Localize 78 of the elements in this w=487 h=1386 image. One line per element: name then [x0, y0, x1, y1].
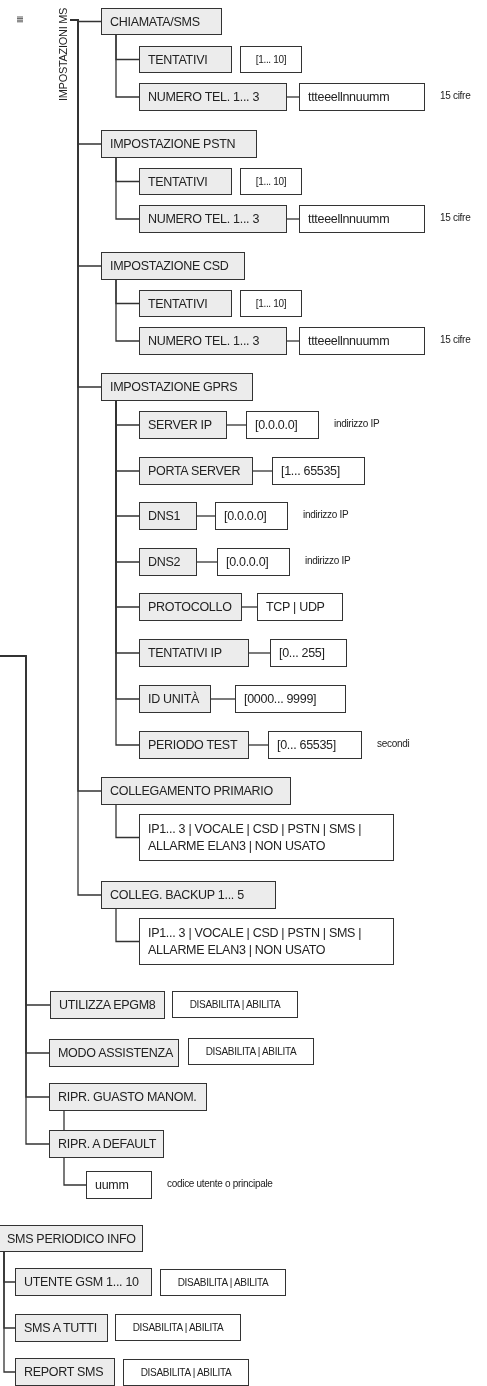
connector-line	[248, 744, 269, 746]
menu-item-box: DNS1	[139, 502, 197, 530]
connector-line	[196, 561, 218, 563]
menu-item-box: DNS2	[139, 548, 197, 576]
value-box: [0... 65535]	[268, 731, 362, 759]
value-box: [0.0.0.0]	[246, 411, 319, 439]
unit-note: 15 cifre	[440, 90, 471, 101]
option-box: DISABILITA | ABILITA	[123, 1359, 249, 1386]
menu-item-box: ID UNITÀ	[139, 685, 211, 713]
connector-line	[286, 340, 300, 342]
option-box: DISABILITA | ABILITA	[188, 1038, 314, 1065]
connector-line	[115, 157, 140, 220]
menu-item-box: RIPR. GUASTO MANOM.	[49, 1083, 207, 1111]
value-box: ttteeellnnuumm	[299, 83, 425, 111]
connector-line	[63, 1157, 87, 1186]
menu-item-box: SMS PERIODICO INFO	[0, 1225, 143, 1252]
value-box: TCP | UDP	[257, 593, 343, 621]
value-box: [0.0.0.0]	[217, 548, 290, 576]
menu-item-box: NUMERO TEL. 1... 3	[139, 327, 287, 355]
connector-line	[286, 96, 300, 98]
value-box: [1... 65535]	[272, 457, 365, 485]
connector-line	[252, 470, 273, 472]
menu-item-box: RIPR. A DEFAULT	[49, 1130, 164, 1158]
menu-item-box: PERIODO TEST	[139, 731, 249, 759]
connector-line	[248, 652, 271, 654]
connector-line	[3, 1251, 16, 1373]
unit-note: secondi	[377, 738, 410, 749]
menu-item-box: COLLEGAMENTO PRIMARIO	[101, 777, 291, 805]
menu-item-box: PROTOCOLLO	[139, 593, 242, 621]
value-box: [0.0.0.0]	[215, 502, 288, 530]
menu-item-box: SMS A TUTTI	[15, 1314, 108, 1342]
connector-line	[115, 804, 140, 839]
connector-line	[115, 908, 140, 943]
value-box: uumm	[86, 1171, 152, 1199]
unit-note: indirizzo IP	[334, 418, 380, 429]
connector-line	[196, 515, 216, 517]
menu-item-box: IMPOSTAZIONE PSTN	[101, 130, 257, 158]
value-box: ttteeellnnuumm	[299, 327, 425, 355]
option-box: [1... 10]	[240, 168, 302, 195]
unit-note: 15 cifre	[440, 212, 471, 223]
section-label: IMPOSTAZIONI MS	[55, 5, 70, 103]
connector-line	[210, 698, 236, 700]
menu-item-box: UTILIZZA EPGM8	[50, 991, 165, 1019]
menu-item-box: SERVER IP	[139, 411, 227, 439]
connector-line	[63, 1110, 65, 1131]
menu-item-box: TENTATIVI IP	[139, 639, 249, 667]
connector-line	[115, 34, 140, 98]
value-box: ttteeellnnuumm	[299, 205, 425, 233]
menu-item-box: TENTATIVI	[139, 290, 232, 317]
menu-item-box: MODO ASSISTENZA	[49, 1039, 179, 1067]
option-list-box: IP1... 3 | VOCALE | CSD | PSTN | SMS | ALLARME ELAN3 | NON USATO	[139, 814, 394, 861]
connector-line	[226, 424, 247, 426]
unit-note: indirizzo IP	[303, 509, 349, 520]
menu-item-box: TENTATIVI	[139, 46, 232, 73]
option-box: [1... 10]	[240, 46, 302, 73]
option-list-box: IP1... 3 | VOCALE | CSD | PSTN | SMS | ALLARME ELAN3 | NON USATO	[139, 918, 394, 965]
option-box: DISABILITA | ABILITA	[172, 991, 298, 1018]
option-box: [1... 10]	[240, 290, 302, 317]
unit-note: codice utente o principale	[167, 1178, 273, 1189]
menu-item-box: PORTA SERVER	[139, 457, 253, 485]
menu-item-box: NUMERO TEL. 1... 3	[139, 205, 287, 233]
menu-item-box: IMPOSTAZIONE GPRS	[101, 373, 253, 401]
option-box: DISABILITA | ABILITA	[160, 1269, 286, 1296]
unit-note: 15 cifre	[440, 334, 471, 345]
connector-line	[241, 606, 258, 608]
menu-item-box: UTENTE GSM 1... 10	[15, 1268, 152, 1296]
option-box: DISABILITA | ABILITA	[115, 1314, 241, 1341]
menu-item-box: NUMERO TEL. 1... 3	[139, 83, 287, 111]
menu-item-box: TENTATIVI	[139, 168, 232, 195]
menu-item-box: CHIAMATA/SMS	[101, 8, 222, 35]
unit-note: indirizzo IP	[305, 555, 351, 566]
menu-item-box: COLLEG. BACKUP 1... 5	[101, 881, 276, 909]
menu-item-box: REPORT SMS	[15, 1358, 115, 1386]
value-box: [0000... 9999]	[235, 685, 346, 713]
menu-item-box: IMPOSTAZIONE CSD	[101, 252, 245, 280]
connector-line	[115, 279, 140, 342]
value-box: [0... 255]	[270, 639, 347, 667]
connector-line	[286, 218, 300, 220]
